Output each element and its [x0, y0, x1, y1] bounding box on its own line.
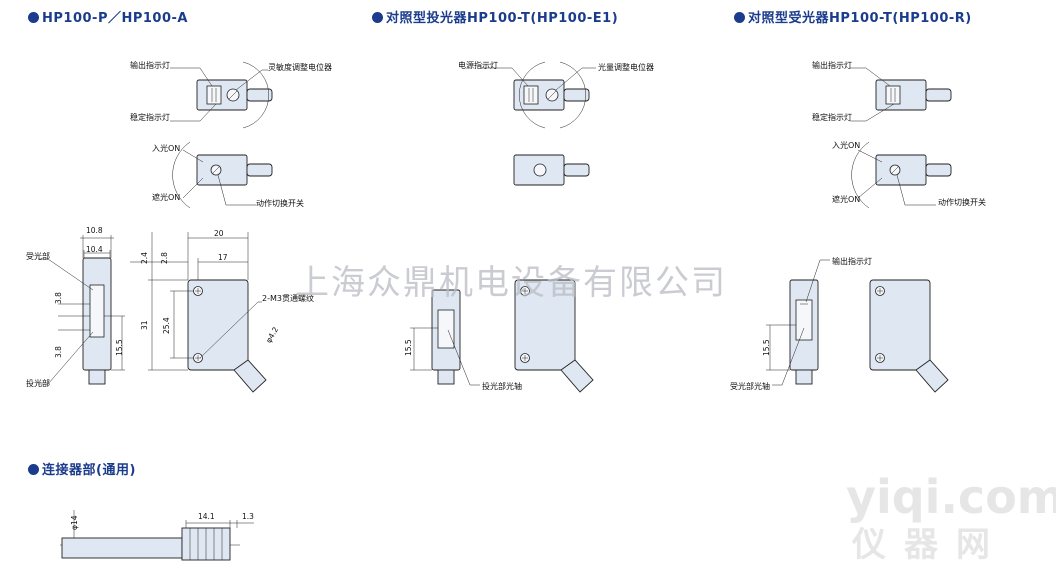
watermark-site: yiqi.com — [846, 470, 1056, 524]
label-sensitivity-pot: 灵敏度调整电位器 — [268, 63, 332, 72]
dim-17: 17 — [218, 253, 228, 262]
label-dark-on-receiver: 遮光ON — [832, 195, 861, 204]
section-title-connector: 连接器部(通用) — [28, 459, 136, 478]
watermark-site-cn: 仪器网 — [852, 525, 1008, 565]
label-through-hole: 2-M3贯通螺纹 — [262, 294, 314, 303]
dim-3-8-top: 3.8 — [54, 292, 63, 304]
watermark-company: 上海众鼎机电设备有限公司 — [295, 263, 727, 303]
dim-15-5-b: 15.5 — [404, 339, 413, 356]
label-output-led-front: 输出指示灯 — [832, 257, 872, 266]
dim-15-5-c: 15.5 — [762, 339, 771, 356]
dim-1-3: 1.3 — [242, 512, 254, 521]
label-stable-led-receiver: 稳定指示灯 — [812, 113, 852, 122]
bullet-icon — [28, 464, 39, 475]
label-mode-switch: 动作切换开关 — [256, 199, 304, 208]
receiver-side-view — [869, 279, 949, 393]
label-light-adjust-pot: 光量调整电位器 — [598, 63, 654, 72]
bullet-icon — [28, 12, 39, 23]
dim-2-4: 2.4 — [140, 252, 149, 264]
receiver-front-view — [766, 259, 830, 386]
dim-10-4: 10.4 — [86, 245, 103, 254]
label-stable-led: 稳定指示灯 — [130, 113, 170, 122]
label-output-led: 输出指示灯 — [130, 61, 170, 70]
label-recv-axis: 受光部光轴 — [730, 382, 770, 391]
emitter-top-view — [480, 61, 596, 129]
label-emit-axis: 投光部光轴 — [482, 382, 522, 391]
section-title-hp100-pa: HP100-P／HP100-A — [28, 7, 188, 26]
dim-phi-14: φ14 — [70, 515, 79, 531]
dim-31: 31 — [140, 320, 149, 330]
hp100-pa-switch-view — [172, 141, 273, 209]
label-dark-on: 遮光ON — [152, 193, 181, 202]
section-title-receiver: 对照型受光器HP100-T(HP100-R) — [734, 7, 972, 26]
label-receiver: 受光部 — [26, 252, 50, 261]
emitter-back-view — [513, 154, 590, 186]
connector-view — [60, 510, 254, 561]
label-light-on-receiver: 入光ON — [832, 141, 861, 150]
dim-2-8: 2.8 — [160, 252, 169, 264]
hp100-pa-top-view — [170, 61, 273, 129]
dim-20: 20 — [214, 229, 224, 238]
label-emitter: 投光部 — [26, 379, 50, 388]
hp100-pa-side-view — [130, 232, 267, 393]
receiver-top-view — [850, 67, 952, 122]
dim-15-5-a: 15.5 — [115, 339, 124, 356]
bullet-icon — [372, 12, 383, 23]
label-output-led-receiver: 输出指示灯 — [812, 61, 852, 70]
dim-14-1: 14.1 — [198, 512, 215, 521]
label-mode-switch-receiver: 动作切换开关 — [938, 198, 986, 207]
dim-25-4: 25.4 — [162, 317, 171, 334]
receiver-switch-view — [851, 141, 952, 209]
emitter-side-view — [514, 279, 594, 393]
hp100-pa-front-view — [38, 235, 125, 385]
emitter-front-view — [410, 289, 480, 386]
dim-3-8-bottom: 3.8 — [54, 346, 63, 358]
section-title-emitter: 对照型投光器HP100-T(HP100-E1) — [372, 7, 618, 26]
dim-10-8: 10.8 — [86, 226, 103, 235]
bullet-icon — [734, 12, 745, 23]
label-power-led: 电源指示灯 — [458, 61, 498, 70]
label-light-on: 入光ON — [152, 144, 181, 153]
